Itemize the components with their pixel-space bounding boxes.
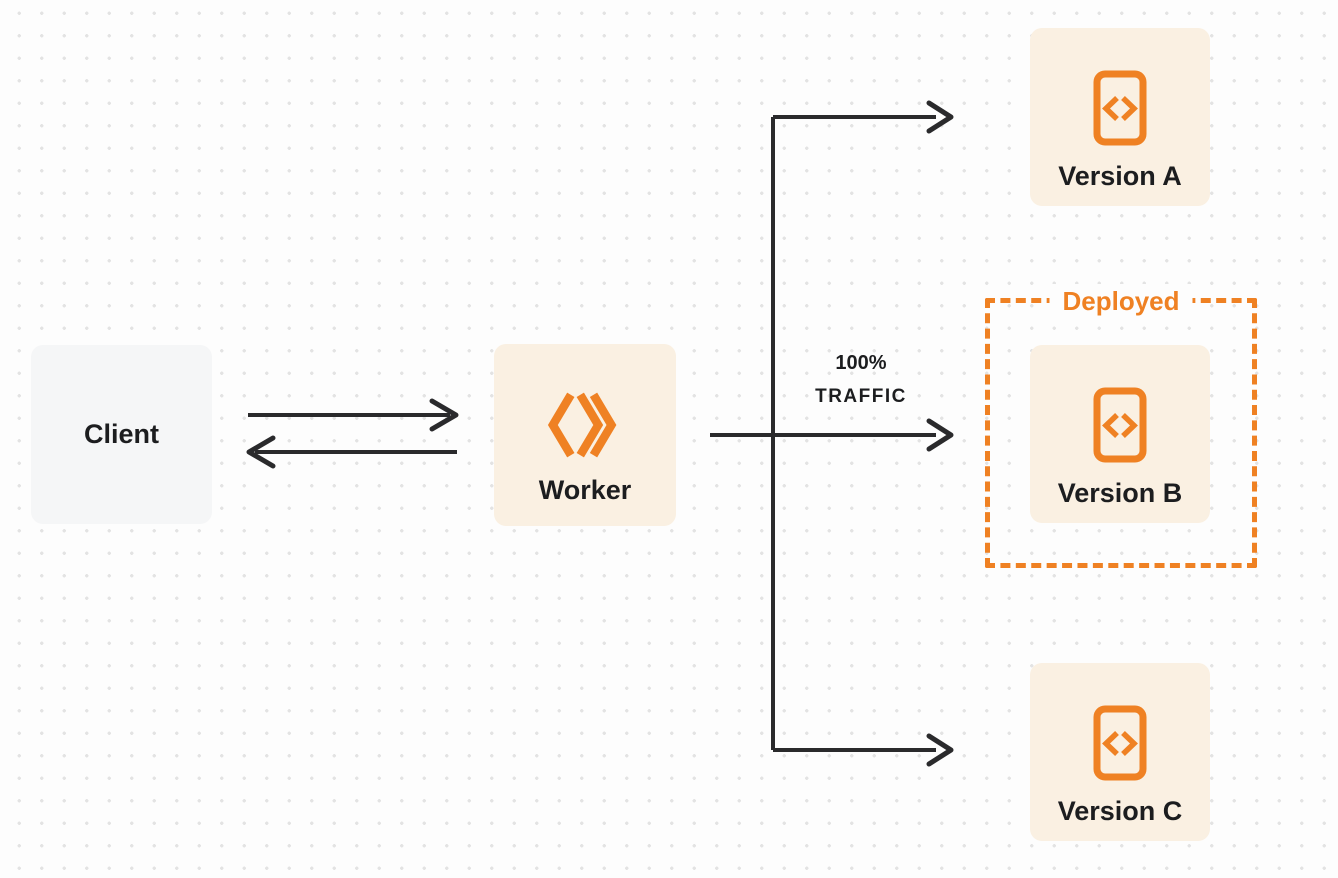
arrow-to-version-a	[773, 100, 954, 134]
client-label: Client	[83, 419, 159, 449]
traffic-label: 100% TRAFFIC	[775, 347, 947, 413]
worker-label: Worker	[538, 474, 632, 505]
version-a-label: Version A	[1058, 161, 1182, 191]
traffic-word: TRAFFIC	[815, 386, 907, 407]
deployed-container: Deployed	[985, 284, 1257, 568]
arrow-worker-to-client	[246, 435, 457, 469]
workers-logo-icon	[548, 392, 617, 457]
code-file-icon	[1093, 705, 1147, 781]
traffic-percent: 100%	[835, 352, 887, 374]
node-version-c: Version C	[1030, 663, 1210, 841]
version-c-label: Version C	[1057, 796, 1183, 826]
code-file-icon	[1093, 70, 1147, 146]
node-worker: Worker	[494, 344, 676, 526]
version-b-label: Version B	[1057, 478, 1183, 508]
arrow-to-version-b	[710, 418, 954, 452]
arrow-client-to-worker	[248, 398, 459, 432]
arrow-to-version-c	[773, 733, 954, 767]
node-client: Client	[31, 345, 212, 524]
deployed-label: Deployed	[1049, 284, 1193, 318]
code-file-icon	[1093, 387, 1147, 463]
node-version-b: Version B	[1030, 345, 1210, 523]
node-version-a: Version A	[1030, 28, 1210, 206]
